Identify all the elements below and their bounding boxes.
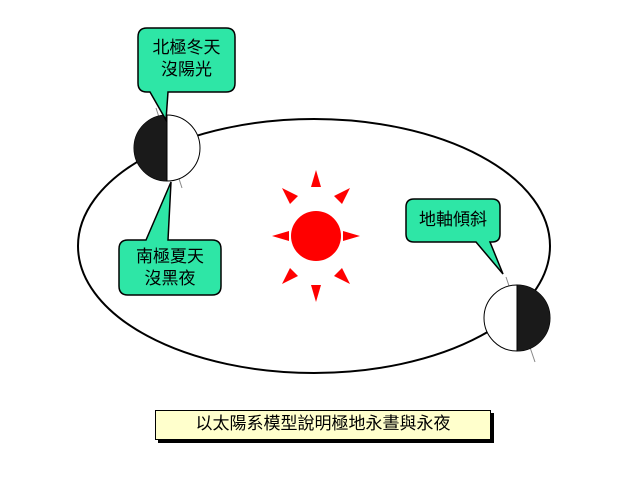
earth-left	[133, 107, 201, 189]
orbit-ellipse	[77, 118, 551, 374]
callout-axis-tilt-box	[405, 198, 504, 275]
callout-south-summer-text: 南極夏天 沒黑夜	[119, 246, 221, 290]
callout-axis-tilt-text: 地軸傾斜	[406, 209, 500, 231]
sun-ray	[343, 231, 360, 241]
callout-north-winter-line1: 北極冬天	[152, 38, 221, 58]
sun-ray	[282, 268, 298, 284]
earth-right	[483, 276, 551, 363]
callout-north-winter-box	[137, 27, 236, 123]
sun-ray	[334, 268, 350, 284]
earth-night-side	[134, 115, 167, 181]
callout-north-winter-text: 北極冬天 沒陽光	[138, 37, 235, 81]
sun-ray	[311, 170, 321, 187]
sun	[272, 170, 360, 302]
earth-night-side	[517, 285, 550, 351]
sun-ray	[282, 188, 298, 204]
sun-ray	[334, 188, 350, 204]
callout-south-summer-line1: 南極夏天	[136, 247, 204, 267]
sun-ray	[272, 231, 289, 241]
caption-text: 以太陽系模型說明極地永晝與永夜	[195, 414, 451, 434]
callout-south-summer-box	[118, 181, 222, 296]
callout-axis-tilt-line1: 地軸傾斜	[419, 210, 487, 230]
sun-ray	[311, 285, 321, 302]
caption-box: 以太陽系模型說明極地永晝與永夜	[155, 410, 491, 440]
sun-disc	[291, 211, 341, 261]
callout-north-winter-line2: 沒陽光	[161, 60, 212, 80]
callout-south-summer-line2: 沒黑夜	[144, 269, 196, 289]
